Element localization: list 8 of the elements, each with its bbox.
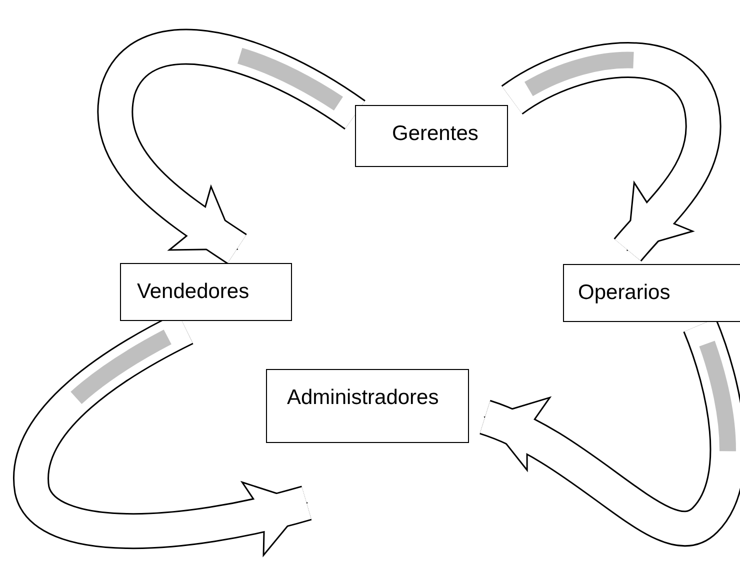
node-label: Vendedores	[137, 280, 250, 304]
label-box	[120, 263, 292, 321]
node-label: Administradores	[287, 386, 439, 410]
label-box	[355, 105, 508, 167]
node-label: Gerentes	[392, 122, 478, 146]
label-box	[563, 264, 740, 322]
label-box	[266, 369, 469, 443]
node-label: Operarios	[578, 281, 670, 305]
